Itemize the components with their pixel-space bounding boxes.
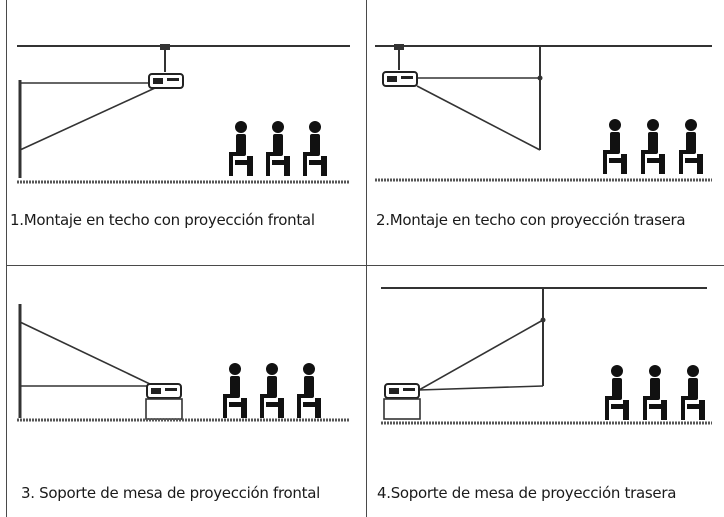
projection-ray-lower bbox=[418, 385, 544, 391]
caption-table-front: 3. Soporte de mesa de proyección frontal bbox=[21, 484, 320, 502]
projector-icon bbox=[384, 383, 420, 399]
diagram-ceiling-rear bbox=[375, 44, 712, 182]
grid-left-border bbox=[6, 0, 7, 517]
table-stand bbox=[383, 398, 421, 420]
projector-icon bbox=[146, 383, 182, 399]
diagram-table-front bbox=[17, 304, 350, 422]
panel-table-rear: 4.Soporte de mesa de proyección trasera bbox=[367, 266, 724, 517]
panel-table-front: 3. Soporte de mesa de proyección frontal bbox=[7, 266, 366, 517]
audience-icon bbox=[223, 363, 321, 418]
panel-ceiling-rear: 2.Montaje en techo con proyección traser… bbox=[367, 0, 724, 265]
audience-icon bbox=[605, 365, 705, 420]
caption-ceiling-rear: 2.Montaje en techo con proyección traser… bbox=[376, 211, 686, 229]
projector-icon bbox=[148, 73, 184, 89]
grid-horizontal-divider bbox=[6, 265, 724, 266]
projection-ray-lower bbox=[19, 87, 156, 151]
panel-ceiling-front: 1.Montaje en techo con proyección fronta… bbox=[7, 0, 366, 265]
diagram-ceiling-front bbox=[17, 44, 350, 184]
audience-icon bbox=[229, 121, 327, 176]
projector-icon bbox=[382, 71, 418, 87]
table-stand bbox=[145, 398, 183, 420]
caption-ceiling-front: 1.Montaje en techo con proyección fronta… bbox=[10, 211, 315, 229]
diagram-table-rear bbox=[381, 287, 712, 425]
projection-ray-upper bbox=[418, 319, 544, 391]
projection-ray-lower bbox=[416, 85, 541, 151]
caption-table-rear: 4.Soporte de mesa de proyección trasera bbox=[377, 484, 677, 502]
audience-icon bbox=[603, 119, 703, 174]
grid-middle-divider bbox=[366, 0, 367, 517]
projection-ray-upper bbox=[19, 321, 153, 386]
mount-bracket bbox=[160, 44, 170, 50]
mount-bracket bbox=[394, 44, 404, 50]
